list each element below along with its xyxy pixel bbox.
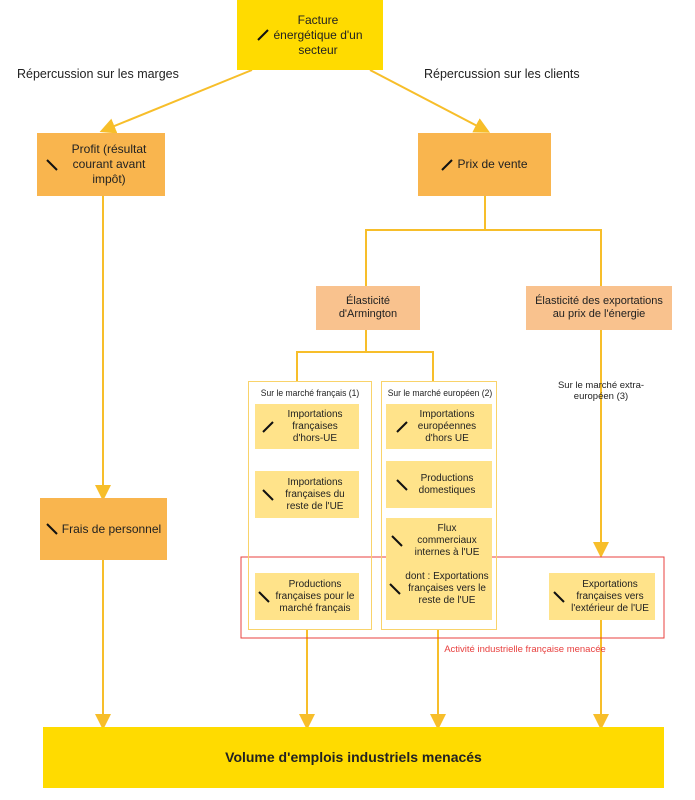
trend-up-icon [396,420,408,433]
trend-up-icon [441,158,454,171]
armington-box: Élasticité d'Armington [316,286,420,330]
extra-eu-title: Sur le marché extra-européen (3) [557,380,645,402]
item-box: Exportations françaises vers l'extérieur… [549,573,655,620]
jobs-threatened-box: Volume d'emplois industriels menacés [43,727,664,788]
trend-down-icon [45,158,58,171]
export-elasticity-box: Élasticité des exportations au prix de l… [526,286,672,330]
item-box: Productions françaises pour le marché fr… [255,573,359,620]
armington-label: Élasticité d'Armington [338,295,398,320]
trend-down-icon [46,523,58,535]
export-elasticity-label: Élasticité des exportations au prix de l… [535,295,663,320]
item-label: dont : Exportations françaises vers le r… [405,571,489,606]
item-label: Productions domestiques [418,472,476,496]
item-box: Importations françaises du reste de l'UE [255,471,359,518]
menace-label: Activité industrielle française menacée [444,644,606,655]
profit-box: Profit (résultat courant avant impôt) [37,133,165,196]
right-heading: Répercussion sur les clients [424,67,580,81]
item-label: Importations françaises d'hors-UE [287,408,343,444]
item-box: Importations européennes d'hors UE [386,404,492,449]
energy-bill-label: Facture énergétique d'un secteur [273,12,363,57]
trend-down-icon [391,535,403,547]
item-box: Productions domestiques [386,461,492,508]
price-label: Prix de vente [457,157,528,171]
item-box: Importations françaises d'hors-UE [255,404,359,449]
jobs-threatened-label: Volume d'emplois industriels menacés [225,749,482,765]
item-label: Importations françaises du reste de l'UE [285,476,345,512]
item-label: Importations européennes d'hors UE [417,408,477,444]
panel-french-market: Sur le marché français (1) [248,381,372,630]
staff-costs-label: Frais de personnel [61,521,162,536]
item-label: Productions françaises pour le marché fr… [275,578,355,614]
energy-bill-box: Facture énergétique d'un secteur [237,0,383,70]
left-heading: Répercussion sur les marges [17,67,179,81]
trend-down-icon [388,583,401,595]
price-box: Prix de vente [418,133,551,196]
panel-title: Sur le marché européen (2) [387,388,493,399]
trend-down-icon [261,488,274,501]
intra-eu-flows-box: Flux commerciaux internes à l'UE dont : … [386,518,492,620]
trend-up-icon [257,29,269,41]
item-label: Exportations françaises vers l'extérieur… [571,578,649,614]
staff-costs-box: Frais de personnel [40,498,167,560]
trend-down-icon [396,478,408,491]
trend-down-icon [258,590,270,603]
item-label: Flux commerciaux internes à l'UE [414,523,480,558]
trend-up-icon [261,420,274,433]
trend-down-icon [553,590,565,603]
profit-label: Profit (résultat courant avant impôt) [71,142,147,186]
panel-european-market: Sur le marché européen (2) [381,381,497,630]
panel-title: Sur le marché français (1) [260,388,360,399]
